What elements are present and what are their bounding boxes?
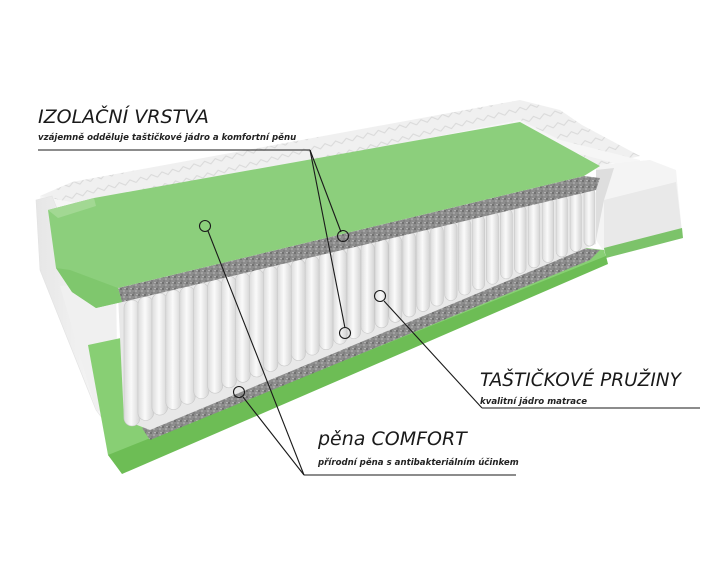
pocket-spring <box>416 228 430 312</box>
callout-subtitle: vzájemně odděluje taštičkové jádro a kom… <box>38 133 297 143</box>
pocket-spring <box>555 194 568 258</box>
mattress-right-end <box>596 160 683 258</box>
pocket-spring <box>290 258 306 361</box>
pocket-spring <box>304 255 320 356</box>
pocket-spring <box>388 235 403 323</box>
pocket-spring <box>360 242 375 334</box>
pocket-spring <box>527 201 541 269</box>
pocket-spring <box>569 191 582 252</box>
insulation-layer-bottom <box>142 248 600 440</box>
callout-izolacni-vrstva: IZOLAČNÍ VRSTVA vzájemně odděluje taštič… <box>38 106 296 143</box>
marker-foam-bottom <box>232 385 246 399</box>
pocket-spring <box>276 262 292 367</box>
callout-lines <box>38 149 700 476</box>
pocket-spring <box>444 221 458 301</box>
insulation-layer-top <box>118 176 600 302</box>
leader-comfort-to-top <box>207 230 305 476</box>
pocket-spring <box>541 197 555 263</box>
comfort-foam-top <box>48 122 600 308</box>
leader-izolacni-to-top <box>309 149 342 233</box>
callout-subtitle: přírodní pěna s antibakteriálním účinkem <box>318 458 519 468</box>
callout-title: pěna COMFORT <box>318 428 467 450</box>
pocket-spring <box>151 292 168 416</box>
marker-insulation-bottom <box>338 326 352 340</box>
callout-title: TAŠTIČKOVÉ PRUŽINY <box>480 370 681 391</box>
callout-title: IZOLAČNÍ VRSTVA <box>38 106 209 128</box>
pocket-spring <box>500 208 513 280</box>
leader-comfort-to-bottom <box>242 396 305 476</box>
pocket-spring <box>193 282 210 399</box>
pocket-spring <box>137 296 154 421</box>
callout-subtitle: kvalitní jádro matrace <box>480 397 588 407</box>
pocket-spring <box>472 214 485 290</box>
callout-tastickove-pruziny: TAŠTIČKOVÉ PRUŽINY kvalitní jádro matrac… <box>480 370 681 407</box>
marker-insulation-top <box>336 229 350 243</box>
leader-izolacni-to-bottom <box>309 149 346 329</box>
pocket-spring <box>207 279 224 394</box>
pocket-springs-core <box>118 182 596 430</box>
pocket-spring <box>486 211 499 285</box>
pocket-spring <box>235 272 251 383</box>
pocket-spring <box>458 218 472 296</box>
pocket-spring <box>318 252 334 350</box>
callout-pena-comfort: pěna COMFORT přírodní pěna s antibakteri… <box>318 428 519 468</box>
pocket-spring <box>179 286 196 405</box>
pocket-spring <box>346 245 361 339</box>
marker-springs <box>373 289 387 303</box>
pocket-spring <box>583 187 596 247</box>
pocket-spring <box>263 265 279 372</box>
leader-pruziny-diagonal <box>383 300 483 409</box>
pocket-spring <box>402 231 417 318</box>
pocket-spring <box>221 275 237 389</box>
marker-foam-top <box>198 219 212 233</box>
pocket-spring <box>430 225 444 307</box>
pocket-spring <box>513 204 527 274</box>
pocket-spring <box>374 238 389 329</box>
pocket-spring <box>165 289 182 410</box>
pocket-spring <box>249 269 265 378</box>
